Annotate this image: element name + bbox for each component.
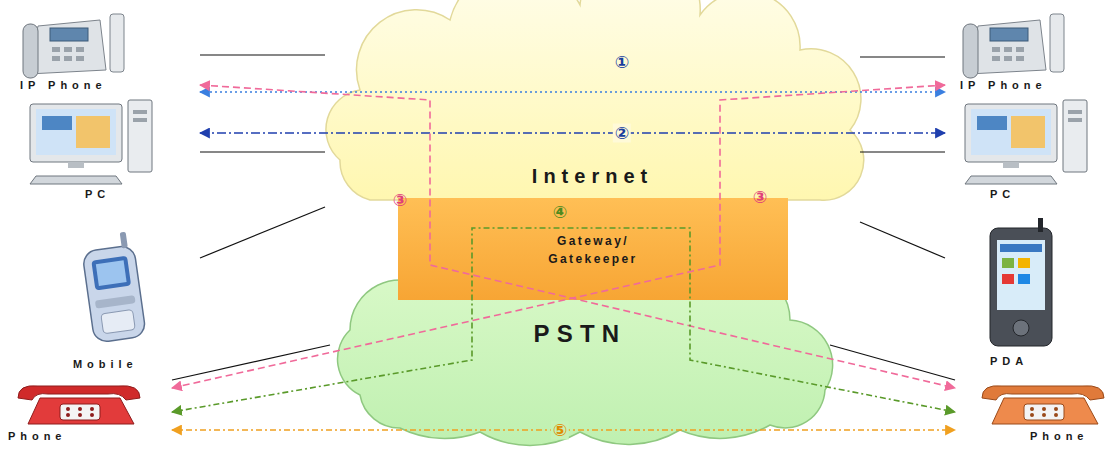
device-box: Mobile bbox=[55, 248, 200, 375]
node-label: PC bbox=[85, 188, 110, 200]
link-line bbox=[172, 345, 330, 380]
device-box: PDA bbox=[945, 225, 1075, 375]
link-line bbox=[200, 54, 325, 55]
phone-icon bbox=[982, 386, 1104, 424]
device-box: IP Phone bbox=[15, 0, 200, 96]
mobile-icon bbox=[80, 231, 146, 343]
node-label: PSTN bbox=[534, 320, 627, 348]
device-box: Phone bbox=[955, 378, 1115, 448]
link-line bbox=[860, 56, 945, 57]
callout-number: ④ bbox=[551, 203, 569, 222]
link-line bbox=[830, 345, 955, 380]
node-label: PC bbox=[990, 188, 1015, 200]
call-path-arrow bbox=[200, 85, 955, 388]
pda-icon bbox=[990, 218, 1052, 346]
link-line bbox=[860, 222, 945, 258]
callout-number: ② bbox=[613, 124, 631, 143]
node-label: Mobile bbox=[73, 358, 138, 370]
device-box: PC bbox=[945, 100, 1115, 205]
internet-cloud bbox=[326, 0, 864, 200]
call-path-arrow bbox=[172, 85, 945, 388]
device-box: PC bbox=[15, 100, 200, 205]
pc-icon bbox=[30, 100, 152, 184]
ip-phone-icon bbox=[963, 14, 1064, 78]
pc-icon bbox=[965, 100, 1087, 184]
ip-phone-icon bbox=[23, 14, 124, 78]
node-label: IP Phone bbox=[20, 79, 106, 91]
call-path-arrow bbox=[172, 228, 955, 412]
device-box: IP Phone bbox=[945, 0, 1115, 96]
link-line bbox=[200, 151, 325, 152]
phone-icon bbox=[18, 386, 140, 424]
node-label: Phone bbox=[8, 430, 66, 442]
node-label: Internet bbox=[532, 165, 653, 188]
node-label: Gateway/ Gatekeeper bbox=[523, 232, 663, 268]
gateway-box: Gateway/ Gatekeeper bbox=[398, 198, 788, 300]
node-label: IP Phone bbox=[960, 79, 1046, 91]
link-line bbox=[860, 151, 945, 152]
gateway-band bbox=[398, 198, 788, 300]
callout-number: ⑤ bbox=[551, 421, 569, 440]
callout-number: ① bbox=[613, 53, 631, 72]
link-line bbox=[200, 207, 325, 258]
callout-number: ③ bbox=[391, 191, 409, 210]
node-label: PDA bbox=[990, 355, 1028, 367]
node-label: Phone bbox=[1030, 430, 1088, 442]
callout-number: ③ bbox=[751, 188, 769, 207]
device-box: Phone bbox=[3, 378, 172, 448]
cloud-region: PSTN bbox=[330, 300, 830, 445]
call-path-arrow bbox=[200, 132, 945, 134]
